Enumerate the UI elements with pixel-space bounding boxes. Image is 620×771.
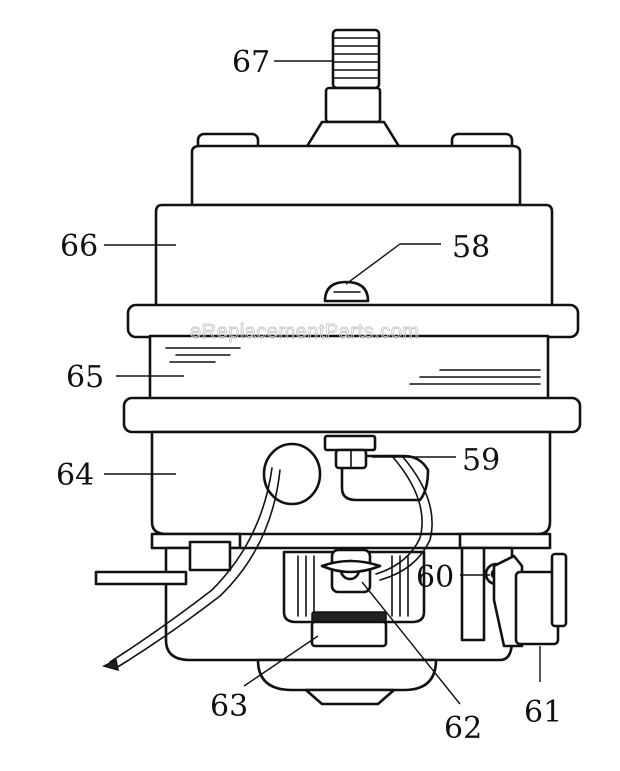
callout-65: 65 (66, 360, 104, 395)
nut-59 (323, 434, 377, 470)
terminal-62 (320, 548, 382, 594)
lead-wires (101, 455, 433, 672)
callout-63: 63 (210, 689, 248, 724)
leader-62 (361, 581, 461, 705)
leader-63 (243, 635, 319, 687)
callout-59: 59 (462, 443, 500, 478)
top-housing-66 (154, 132, 554, 308)
cord-clamp-61 (492, 552, 568, 648)
callout-62: 62 (444, 711, 482, 746)
callout-66: 66 (60, 229, 98, 264)
callout-58: 58 (452, 230, 490, 265)
stator-body-65 (148, 334, 550, 402)
callout-61: 61 (524, 695, 562, 730)
shaft-67 (304, 28, 402, 150)
leader-58b (345, 243, 401, 285)
screw-58 (323, 280, 370, 303)
lower-flange (122, 396, 582, 434)
callout-60: 60 (416, 560, 454, 595)
bushing-63 (310, 611, 388, 648)
callout-64: 64 (56, 458, 94, 493)
watermark-text: eReplacementParts.com (190, 321, 419, 343)
callout-67: 67 (232, 45, 270, 80)
